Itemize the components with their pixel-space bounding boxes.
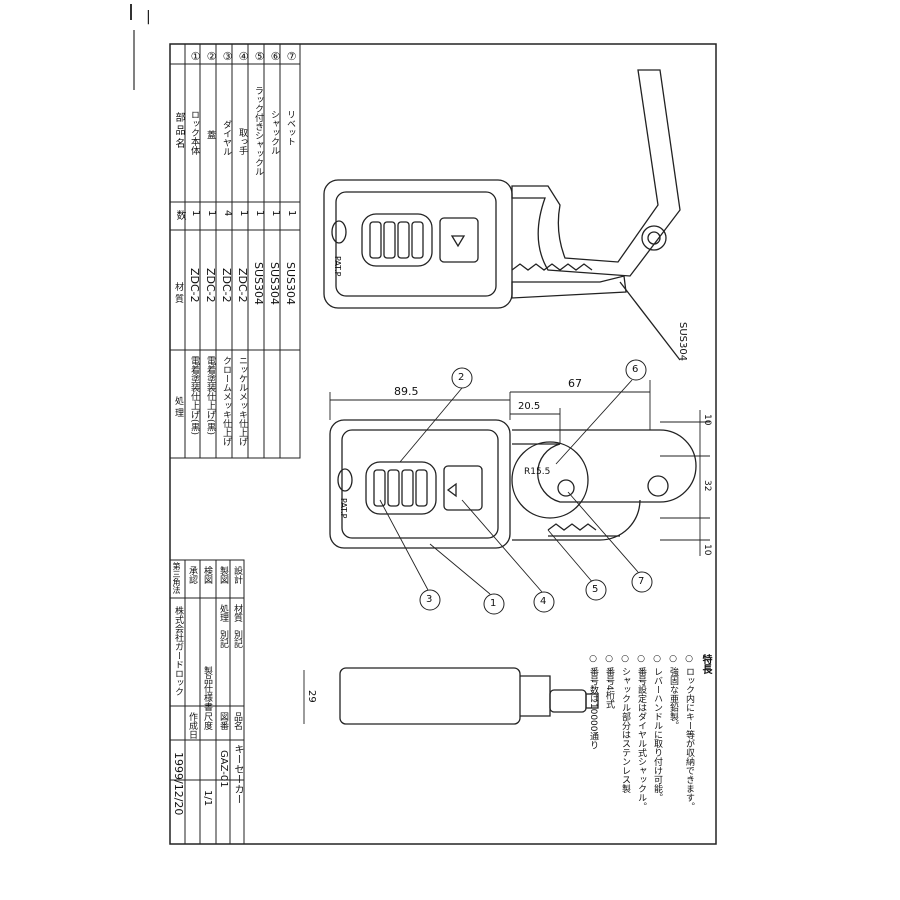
balloon-4 [533, 591, 555, 613]
balloons [419, 359, 653, 615]
title-trial-value: 第三角法 [172, 562, 181, 594]
parts-table-grid [169, 43, 301, 459]
balloon-5-label: 5 [592, 584, 599, 595]
part-no-5: ⑤ [253, 50, 266, 63]
part-name-4: 取っ手 [237, 128, 247, 155]
balloon-3-label: 3 [426, 594, 433, 605]
finish-2: 電着塗装仕上げ(黒) [205, 356, 215, 436]
title-block-grid [169, 559, 245, 845]
dim-bottom: 10 [702, 544, 712, 556]
part-name-1: ロック本体 [189, 110, 199, 155]
date-value: 1999/12/20 [172, 752, 185, 816]
title-label-drawn: 製図 [218, 566, 228, 584]
material-6: SUS304 [268, 262, 281, 306]
title-remark: 製品仕様書 [202, 666, 212, 711]
dim-shackle: 67 [568, 377, 582, 390]
part-name-6: シャックル [269, 110, 279, 155]
part-no-4: ④ [237, 50, 250, 63]
dim-width: 89.5 [394, 385, 419, 398]
balloon-2-label: 2 [458, 372, 465, 383]
part-no-2: ② [205, 50, 218, 63]
balloon-6-label: 6 [632, 364, 639, 375]
finish-1: 電着塗装仕上げ(黒) [189, 356, 199, 436]
title-label-designed: 設計 [232, 566, 242, 584]
part-name-5: ラック付きシャックル [253, 86, 263, 176]
part-name-3: ダイヤル [221, 120, 231, 156]
product-label: 品名 [232, 712, 242, 730]
qty-4: 1 [238, 210, 249, 217]
dim-depth: 29 [306, 690, 317, 703]
scale-value: 1/1 [202, 790, 213, 807]
balloon-2 [451, 367, 473, 389]
material-4: ZDC-2 [236, 268, 249, 303]
pat-label-front: PAT.P [339, 498, 348, 519]
lock-top-view [323, 69, 681, 361]
material-1: ZDC-2 [188, 268, 201, 303]
notes-heading: 特長 [700, 654, 711, 674]
header-part-name: 部 品 名 [173, 112, 184, 149]
note-1: ○ ロック内にキー等が収納できます。 [684, 654, 694, 811]
note-3: ○ レバーハンドルに取り付け可能。 [652, 654, 662, 802]
material-callout: SUS304 [677, 322, 688, 362]
balloon-6 [625, 359, 647, 381]
note-6: ○ 番号4桁式 [604, 654, 614, 709]
material-7: SUS304 [284, 262, 297, 306]
lock-side-view [339, 667, 599, 725]
finish-4: ニッケルメッキ仕上げ [237, 356, 247, 446]
dim-mid: 32 [702, 480, 712, 492]
part-no-6: ⑥ [269, 50, 282, 63]
header-qty: 数 [174, 210, 185, 220]
balloon-7 [631, 571, 653, 593]
lock-front-view [329, 419, 697, 549]
corner-mark: | [146, 9, 151, 25]
balloon-1-label: 1 [490, 598, 497, 609]
part-no-7: ⑦ [285, 50, 298, 63]
date-label: 作成日 [187, 712, 197, 739]
title-finish-value: 別記 [218, 630, 228, 648]
note-4: ○ 番号設定はダイヤル式シャックル。 [636, 654, 646, 811]
header-finish: 処 理 [173, 396, 183, 417]
dim-top: 10 [702, 414, 712, 426]
qty-2: 1 [206, 210, 217, 217]
title-label-approved: 承認 [187, 566, 197, 584]
title-material-label: 材質 [232, 604, 242, 622]
balloon-leaders [379, 379, 639, 595]
part-name-7: リベット [285, 110, 295, 146]
qty-7: 1 [286, 210, 297, 217]
balloon-7-label: 7 [638, 576, 645, 587]
title-finish-label: 処理 [218, 604, 228, 622]
header-material: 材 質 [173, 282, 183, 303]
scale-label: 尺度 [202, 712, 212, 730]
finish-3: クロームメッキ仕上げ [221, 356, 231, 446]
title-material-value: 別記 [232, 630, 242, 648]
product-name: キーセーカー [232, 744, 243, 804]
material-3: ZDC-2 [220, 268, 233, 303]
material-5: SUS304 [252, 262, 265, 306]
part-no-3: ③ [221, 50, 234, 63]
note-5: ○ シャックル部分はステンレス製 [620, 654, 630, 793]
dim-offset: 20.5 [518, 401, 541, 412]
pat-label-top: PAT.P [333, 256, 342, 277]
note-7: ○ 番号数は10000通り [588, 654, 598, 750]
drawing-no: GAZ-01 [218, 750, 229, 788]
title-label-checked: 検図 [202, 566, 212, 584]
balloon-3 [419, 589, 441, 611]
dim-radius: R15.5 [524, 467, 551, 477]
part-no-1: ① [189, 50, 202, 63]
qty-6: 1 [270, 210, 281, 217]
qty-3: 4 [222, 210, 233, 217]
dimension-lines [303, 380, 710, 724]
company-name: 株式会社ガードロック [173, 606, 183, 696]
qty-1: 1 [190, 210, 201, 217]
note-2: ○ 強固な亜鉛製。 [668, 654, 678, 730]
material-2: ZDC-2 [204, 268, 217, 303]
qty-5: 1 [254, 210, 265, 217]
drawing-no-label: 図番 [218, 712, 228, 730]
part-name-2: 蓋 [205, 130, 215, 139]
balloon-4-label: 4 [540, 596, 547, 607]
balloon-1 [483, 593, 505, 615]
balloon-5 [585, 579, 607, 601]
